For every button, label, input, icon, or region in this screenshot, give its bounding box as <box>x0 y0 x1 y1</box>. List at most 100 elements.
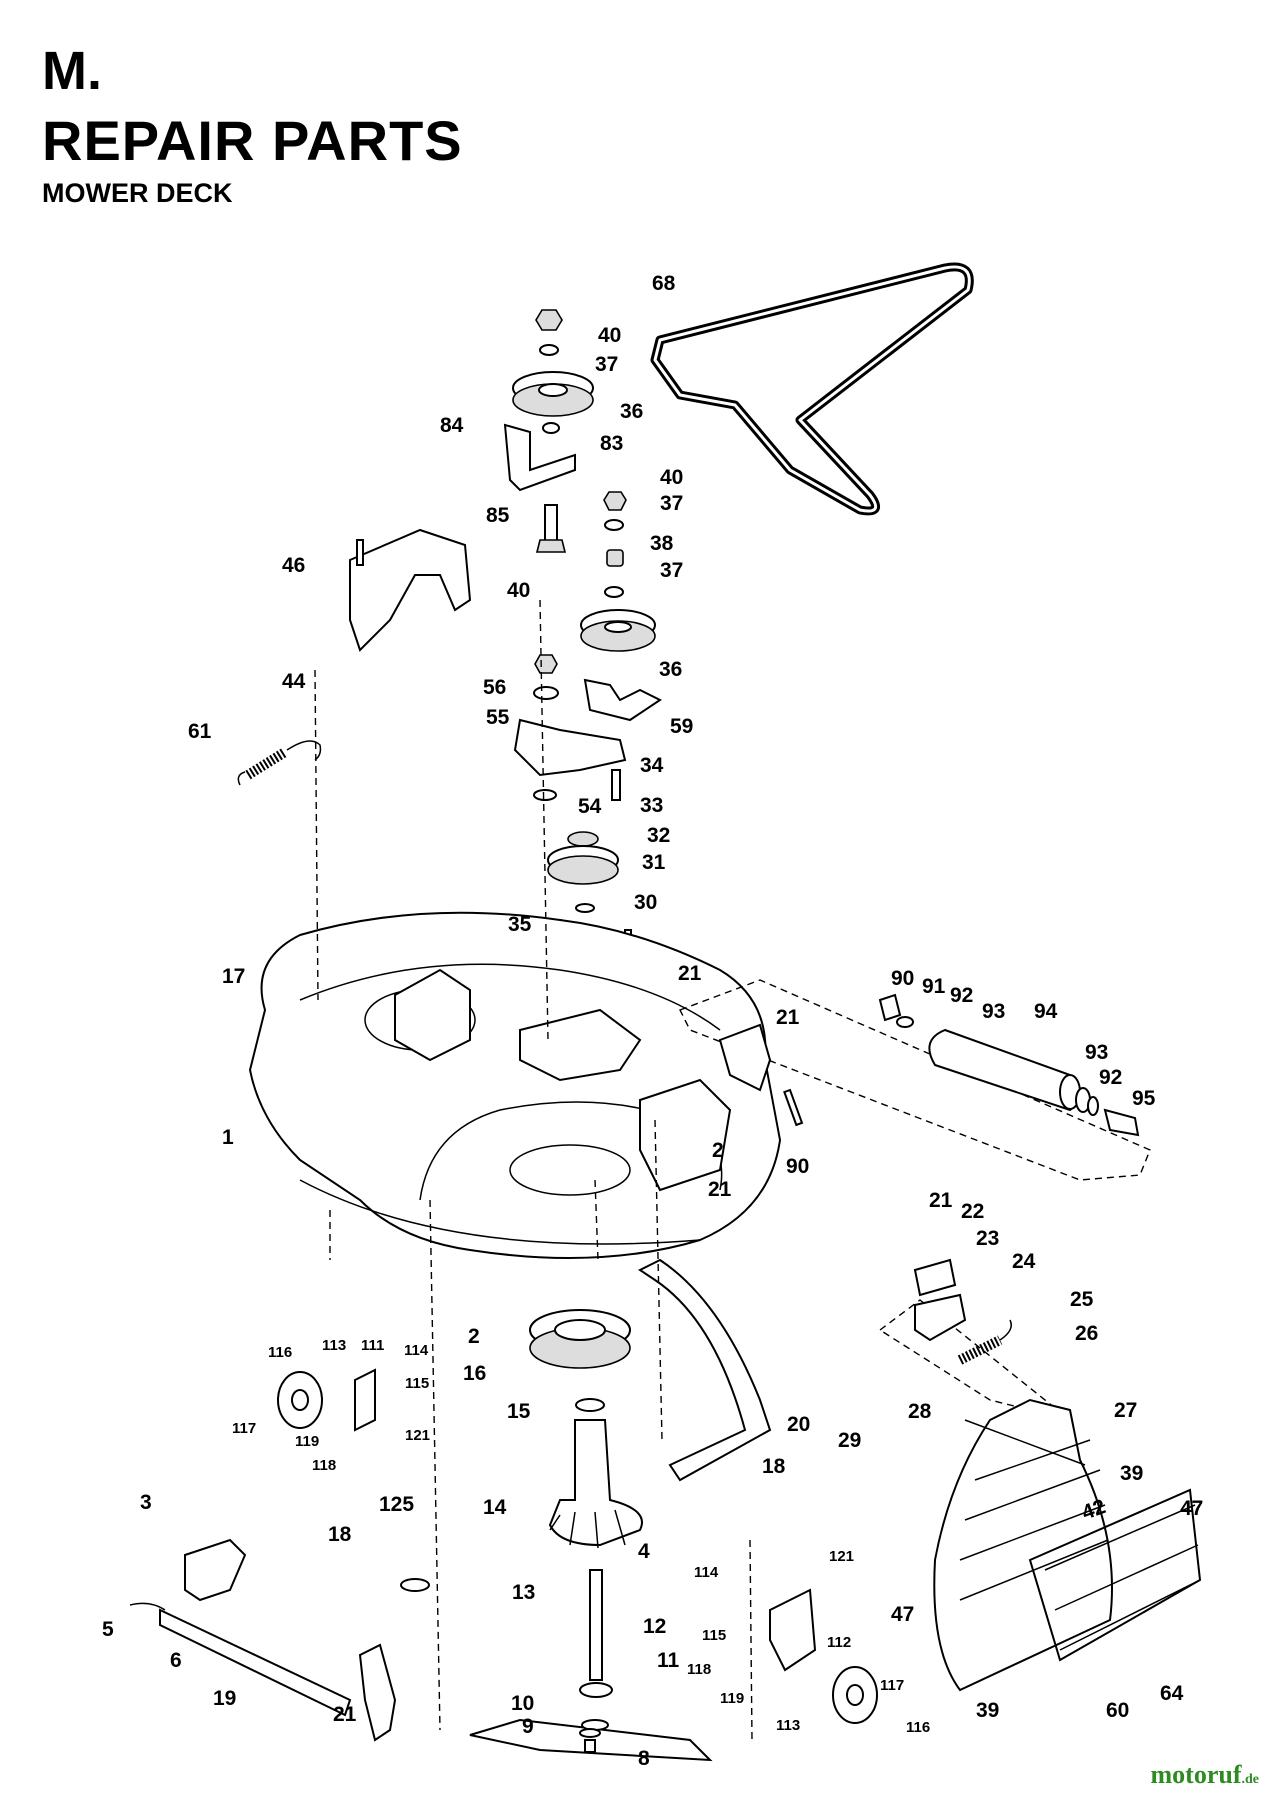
callout-15: 15 <box>507 1400 531 1423</box>
callout-6: 6 <box>170 1649 182 1672</box>
callout-111: 111 <box>361 1337 384 1354</box>
callout-40: 40 <box>507 579 530 602</box>
section-letter: M. <box>42 41 102 101</box>
callout-21: 21 <box>929 1189 953 1212</box>
callout-119: 119 <box>720 1690 744 1707</box>
callout-21: 21 <box>333 1703 357 1726</box>
callout-59: 59 <box>670 715 693 738</box>
callout-115: 115 <box>702 1627 726 1644</box>
callout-39: 39 <box>1120 1462 1143 1485</box>
page-title: REPAIR PARTS <box>42 109 463 172</box>
callout-21: 21 <box>776 1006 800 1029</box>
callout-114: 114 <box>404 1342 429 1359</box>
callout-92: 92 <box>1099 1066 1122 1089</box>
callout-3: 3 <box>140 1491 152 1514</box>
callout-47: 47 <box>891 1603 914 1626</box>
callout-84: 84 <box>440 414 464 437</box>
callout-38: 38 <box>650 532 674 555</box>
callout-17: 17 <box>222 965 245 988</box>
callout-26: 26 <box>1075 1322 1098 1345</box>
callout-27: 27 <box>1114 1399 1137 1422</box>
callout-83: 83 <box>600 432 623 455</box>
callout-121: 121 <box>405 1427 430 1444</box>
callout-121: 121 <box>829 1548 854 1565</box>
callout-33: 33 <box>640 794 663 817</box>
callout-118: 118 <box>687 1661 711 1678</box>
mower-deck-housing <box>248 911 782 1259</box>
callout-44: 44 <box>282 670 306 693</box>
callout-9: 9 <box>522 1715 534 1738</box>
callout-125: 125 <box>379 1493 414 1516</box>
belt-guard <box>349 528 472 652</box>
discharge-chute: 42 <box>933 1398 1202 1692</box>
callout-46: 46 <box>282 554 305 577</box>
watermark-suffix: .de <box>1241 1772 1260 1787</box>
callout-55: 55 <box>486 706 510 729</box>
drive-belt <box>650 262 974 516</box>
callout-22: 22 <box>961 1200 984 1223</box>
callout-116: 116 <box>906 1719 930 1736</box>
callout-30: 30 <box>634 891 657 914</box>
callout-115: 115 <box>405 1375 429 1392</box>
callout-61: 61 <box>188 720 212 743</box>
page-subtitle: MOWER DECK <box>42 178 233 208</box>
deck-spring <box>237 740 322 786</box>
anti-scalp-roller-assembly <box>679 979 1151 1181</box>
callout-21: 21 <box>678 962 702 985</box>
callout-60: 60 <box>1106 1699 1129 1722</box>
callout-34: 34 <box>640 754 664 777</box>
callout-5: 5 <box>102 1618 114 1641</box>
callout-36: 36 <box>620 400 643 423</box>
callout-40: 40 <box>598 324 621 347</box>
callout-21: 21 <box>708 1178 732 1201</box>
callout-20: 20 <box>787 1413 810 1436</box>
callout-12: 12 <box>643 1615 666 1638</box>
watermark-text: motoruf <box>1150 1760 1242 1789</box>
callout-23: 23 <box>976 1227 999 1250</box>
callout-16: 16 <box>463 1362 486 1385</box>
callout-117: 117 <box>232 1420 256 1437</box>
rear-bracket-and-spring <box>878 1258 1071 1421</box>
callout-47: 47 <box>1180 1497 1203 1520</box>
callout-95: 95 <box>1132 1087 1156 1110</box>
callout-94: 94 <box>1034 1000 1058 1023</box>
callout-37: 37 <box>660 559 683 582</box>
callout-113: 113 <box>776 1717 800 1734</box>
callout-119: 119 <box>295 1433 319 1450</box>
callout-35: 35 <box>508 913 532 936</box>
gauge-wheel-right <box>769 1588 878 1724</box>
callout-11: 11 <box>657 1649 680 1672</box>
callout-93: 93 <box>982 1000 1005 1023</box>
callout-13: 13 <box>512 1581 535 1604</box>
callout-93: 93 <box>1085 1041 1108 1064</box>
watermark: motoruf.de <box>1151 1760 1259 1790</box>
callout-14: 14 <box>483 1496 507 1519</box>
callout-117: 117 <box>880 1677 904 1694</box>
callout-113: 113 <box>322 1337 346 1354</box>
callout-29: 29 <box>838 1429 861 1452</box>
callout-91: 91 <box>922 975 946 998</box>
callout-31: 31 <box>642 851 666 874</box>
callout-37: 37 <box>660 492 683 515</box>
callout-18: 18 <box>762 1455 786 1478</box>
callout-90: 90 <box>786 1155 809 1178</box>
callout-85: 85 <box>486 504 510 527</box>
callout-40: 40 <box>660 466 683 489</box>
front-hanger-bracket <box>129 1538 430 1742</box>
callout-10: 10 <box>511 1692 534 1715</box>
callout-1: 1 <box>222 1126 234 1149</box>
callout-92: 92 <box>950 984 973 1007</box>
callout-114: 114 <box>694 1564 719 1581</box>
callout-4: 4 <box>638 1540 650 1563</box>
callout-118: 118 <box>312 1457 336 1474</box>
deck-baffle <box>638 1258 772 1482</box>
callout-24: 24 <box>1012 1250 1036 1273</box>
callout-116: 116 <box>268 1344 292 1361</box>
callout-8: 8 <box>638 1747 650 1770</box>
blade-spindle-assembly <box>469 1309 713 1762</box>
callout-18: 18 <box>328 1523 352 1546</box>
callout-39: 39 <box>976 1699 999 1722</box>
callout-19: 19 <box>213 1687 236 1710</box>
callout-32: 32 <box>647 824 670 847</box>
